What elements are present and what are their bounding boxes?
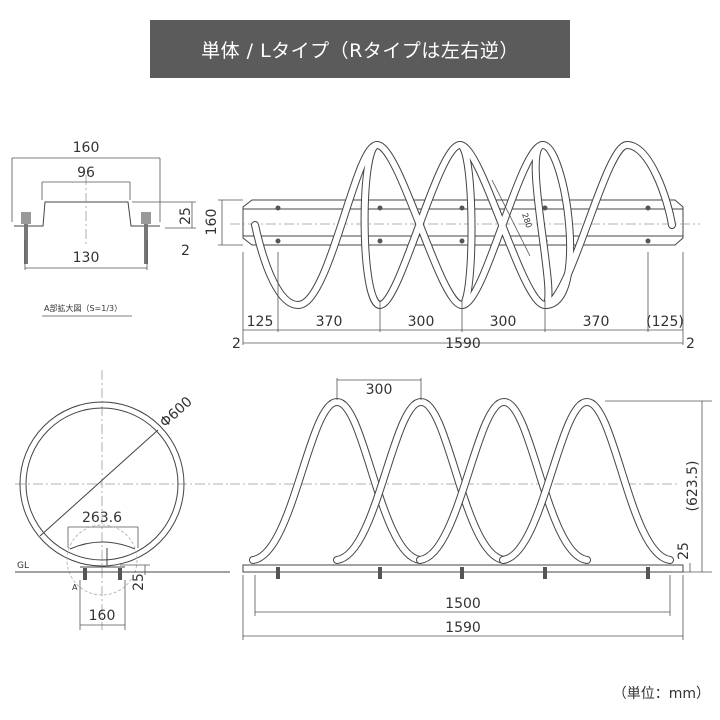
svg-text:GL: GL: [17, 561, 29, 571]
plan-view: 280 160 125 370 300 300 370 (125) 1590 2…: [204, 140, 700, 352]
svg-text:160: 160: [73, 140, 100, 156]
drawing-title: 単体 / Lタイプ（Rタイプは左右逆）: [150, 20, 570, 78]
anchor-bolt-icon: [141, 212, 151, 264]
svg-text:263.6: 263.6: [82, 510, 122, 526]
unit-label: （単位：mm）: [613, 686, 710, 702]
detail-a-view: 160 96 130 25 2 A部拡大図（S=1/3）: [11, 140, 196, 317]
svg-text:25: 25: [131, 573, 147, 591]
svg-text:25: 25: [178, 207, 194, 225]
front-view: Φ600 263.6 GL A 160 25: [15, 370, 230, 630]
svg-text:300: 300: [408, 314, 435, 330]
svg-text:2: 2: [232, 336, 241, 352]
svg-text:Φ600: Φ600: [157, 394, 196, 431]
anchor-bolt-icon: [21, 212, 31, 264]
svg-text:25: 25: [676, 542, 692, 560]
side-view: 300 (623.5) 25 1500 1590: [230, 378, 712, 640]
svg-text:(623.5): (623.5): [685, 460, 701, 511]
svg-text:1590: 1590: [445, 336, 481, 352]
rack-arch: [250, 398, 423, 563]
svg-text:1500: 1500: [445, 596, 481, 612]
rack-arch: [417, 398, 590, 563]
rack-arch: [500, 398, 673, 563]
svg-text:370: 370: [583, 314, 610, 330]
svg-text:A部拡大図（S=1/3）: A部拡大図（S=1/3）: [44, 303, 122, 313]
svg-text:(125): (125): [646, 314, 684, 330]
svg-text:370: 370: [316, 314, 343, 330]
rack-arch: [334, 398, 507, 563]
svg-text:2: 2: [181, 243, 190, 259]
svg-text:A: A: [72, 583, 78, 592]
svg-text:160: 160: [204, 209, 220, 236]
svg-text:280: 280: [520, 212, 533, 229]
svg-text:130: 130: [73, 250, 100, 266]
svg-text:300: 300: [490, 314, 517, 330]
svg-text:96: 96: [77, 165, 95, 181]
svg-text:2: 2: [686, 336, 695, 352]
svg-text:160: 160: [89, 608, 116, 624]
svg-text:1590: 1590: [445, 620, 481, 636]
svg-text:300: 300: [366, 382, 393, 398]
svg-text:125: 125: [247, 314, 274, 330]
